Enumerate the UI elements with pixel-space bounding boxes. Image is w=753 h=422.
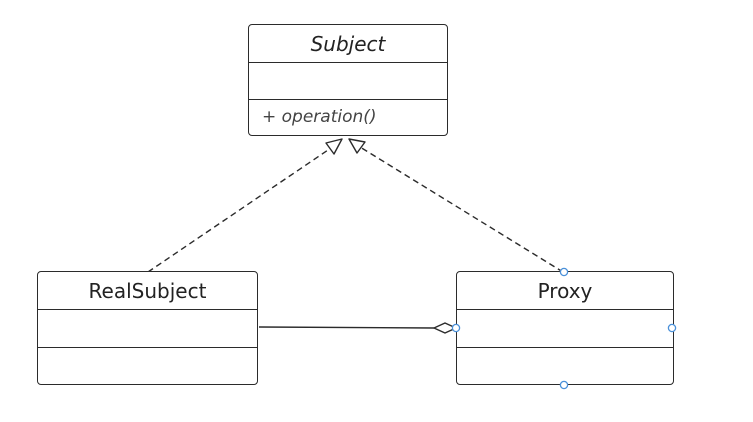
class-realsubject-name: RealSubject <box>38 272 257 310</box>
class-subject-operation: + operation() <box>262 107 377 127</box>
selection-handle-top[interactable] <box>559 267 569 277</box>
class-subject-name: Subject <box>249 25 447 63</box>
selection-handle-bottom[interactable] <box>559 380 569 390</box>
class-proxy-attributes <box>457 310 673 348</box>
realization-arrowhead-realsubject <box>325 138 343 155</box>
class-subject-attributes <box>249 63 447 100</box>
selection-handle-right[interactable] <box>667 323 677 333</box>
realization-line-realsubject[interactable] <box>147 147 332 273</box>
aggregation-line[interactable] <box>258 326 435 329</box>
class-subject[interactable]: Subject + operation() <box>248 24 448 136</box>
selection-handle-left[interactable] <box>451 323 461 333</box>
class-realsubject[interactable]: RealSubject <box>37 271 258 385</box>
class-proxy-name: Proxy <box>457 272 673 310</box>
class-realsubject-attributes <box>38 310 257 348</box>
class-proxy[interactable]: Proxy <box>456 271 674 385</box>
realization-arrowhead-proxy <box>348 138 366 154</box>
